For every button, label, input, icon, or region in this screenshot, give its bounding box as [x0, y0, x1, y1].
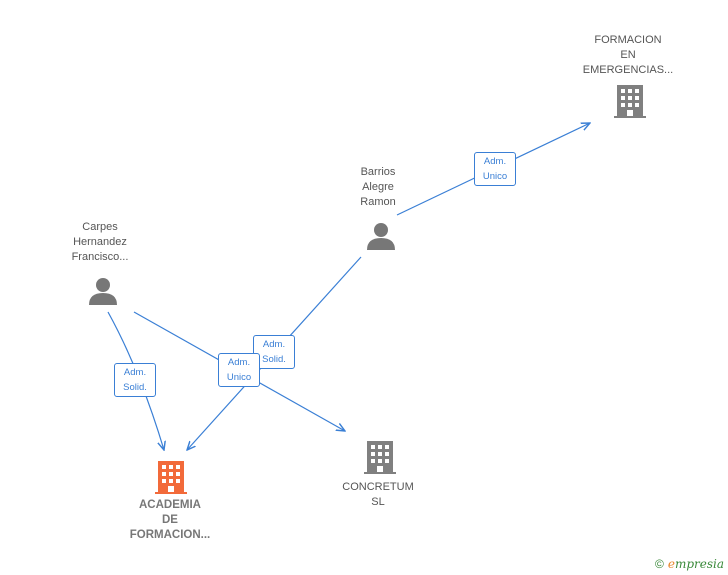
- person-icon[interactable]: [88, 276, 118, 306]
- person-icon[interactable]: [366, 221, 396, 251]
- building-icon[interactable]: [614, 84, 646, 118]
- copyright-icon: ©: [654, 557, 664, 571]
- building-icon[interactable]: [155, 460, 187, 494]
- edge-label-carpes-concretum[interactable]: Adm.Unico: [218, 353, 260, 387]
- brand-logo: empresia: [667, 557, 724, 571]
- edge-label-barrios-formacion[interactable]: Adm.Unico: [474, 152, 516, 186]
- edge-label-carpes-academia[interactable]: Adm.Solid.: [114, 363, 156, 397]
- copyright-brand[interactable]: © empresia: [655, 557, 724, 571]
- building-icon[interactable]: [364, 440, 396, 474]
- edge-label-barrios-academia[interactable]: Adm.Solid.: [253, 335, 295, 369]
